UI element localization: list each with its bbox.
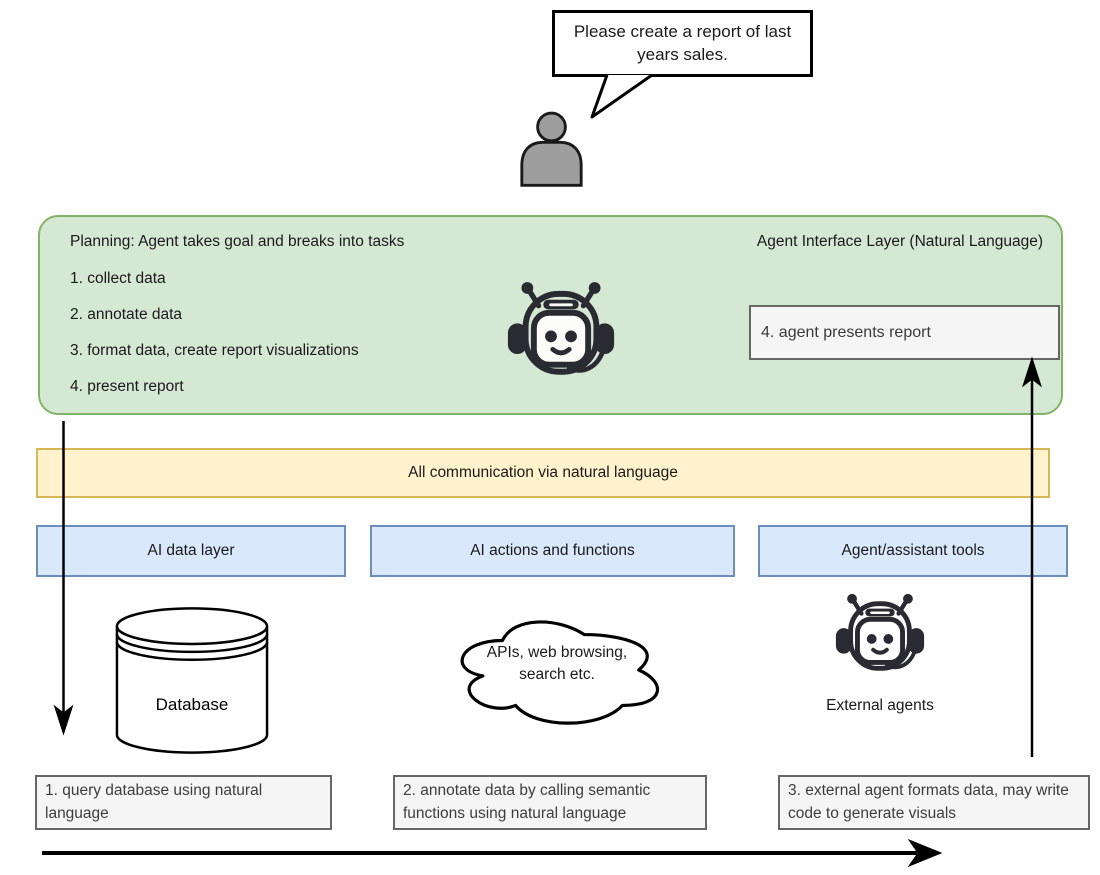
present-report-text: 4. agent presents report — [761, 323, 931, 341]
planning-task-2: 2. annotate data — [70, 306, 183, 323]
layer-ai-data: AI data layer — [36, 525, 346, 577]
speech-bubble-tail-icon — [590, 73, 653, 119]
layer-ai-actions: AI actions and functions — [370, 525, 735, 577]
agent-robot-icon — [507, 282, 615, 375]
layer-agent-tools: Agent/assistant tools — [758, 525, 1068, 577]
layer-ai-data-label: AI data layer — [147, 542, 235, 559]
database-label: Database — [155, 695, 229, 714]
step-3-text: 3. external agent formats data, may writ… — [788, 782, 1069, 822]
cloud-icon: APIs, web browsing, search etc. — [448, 610, 666, 730]
present-report-box: 4. agent presents report — [749, 305, 1060, 360]
agent-interface-layer-label: Agent Interface Layer (Natural Language) — [756, 233, 1043, 250]
user-person-icon — [520, 111, 583, 187]
planning-title: Planning: Agent takes goal and breaks in… — [70, 233, 405, 250]
speech-bubble-text: Please create a report of last years sal… — [573, 21, 792, 64]
layer-ai-actions-label: AI actions and functions — [470, 542, 635, 559]
planning-box: Planning: Agent takes goal and breaks in… — [38, 215, 1063, 415]
planning-task-4: 4. present report — [70, 378, 184, 395]
database-icon: Database — [113, 603, 271, 759]
step-2-text: 2. annotate data by calling semantic fun… — [403, 782, 651, 822]
layer-agent-tools-label: Agent/assistant tools — [841, 542, 985, 559]
planning-task-1: 1. collect data — [70, 270, 166, 287]
step-box-2: 2. annotate data by calling semantic fun… — [393, 775, 707, 830]
planning-task-3: 3. format data, create report visualizat… — [70, 342, 359, 359]
step-1-text: 1. query database using natural language — [45, 782, 263, 822]
external-agent-robot-icon — [835, 593, 925, 671]
communication-bar: All communication via natural language — [36, 448, 1050, 498]
communication-bar-label: All communication via natural language — [408, 464, 678, 481]
external-agents: External agents — [800, 588, 960, 720]
step-box-1: 1. query database using natural language — [35, 775, 332, 830]
step-box-3: 3. external agent formats data, may writ… — [778, 775, 1090, 830]
cloud-label: APIs, web browsing, search etc. — [486, 644, 628, 683]
speech-bubble: Please create a report of last years sal… — [552, 10, 813, 77]
bottom-flow-arrow — [42, 838, 943, 868]
external-agents-label: External agents — [826, 697, 934, 714]
